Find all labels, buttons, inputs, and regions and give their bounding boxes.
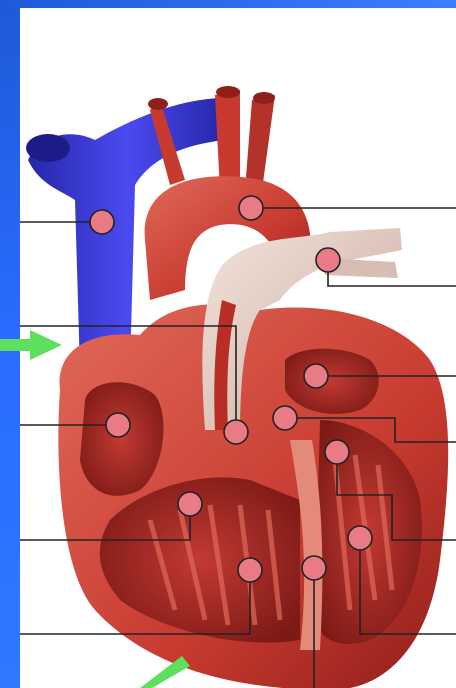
green-arrow-upper	[0, 330, 62, 360]
green-arrow-lower	[140, 656, 190, 688]
marker-4[interactable]	[224, 420, 248, 444]
marker-7[interactable]	[273, 406, 297, 430]
marker-11[interactable]	[238, 558, 262, 582]
marker-6[interactable]	[106, 413, 130, 437]
marker-1[interactable]	[90, 210, 114, 234]
marker-3[interactable]	[316, 248, 340, 272]
left-atrium	[285, 349, 379, 414]
marker-8[interactable]	[325, 440, 349, 464]
marker-5[interactable]	[304, 364, 328, 388]
marker-9[interactable]	[178, 492, 202, 516]
marker-10[interactable]	[348, 526, 372, 550]
marker-12[interactable]	[302, 556, 326, 580]
marker-2[interactable]	[239, 196, 263, 220]
